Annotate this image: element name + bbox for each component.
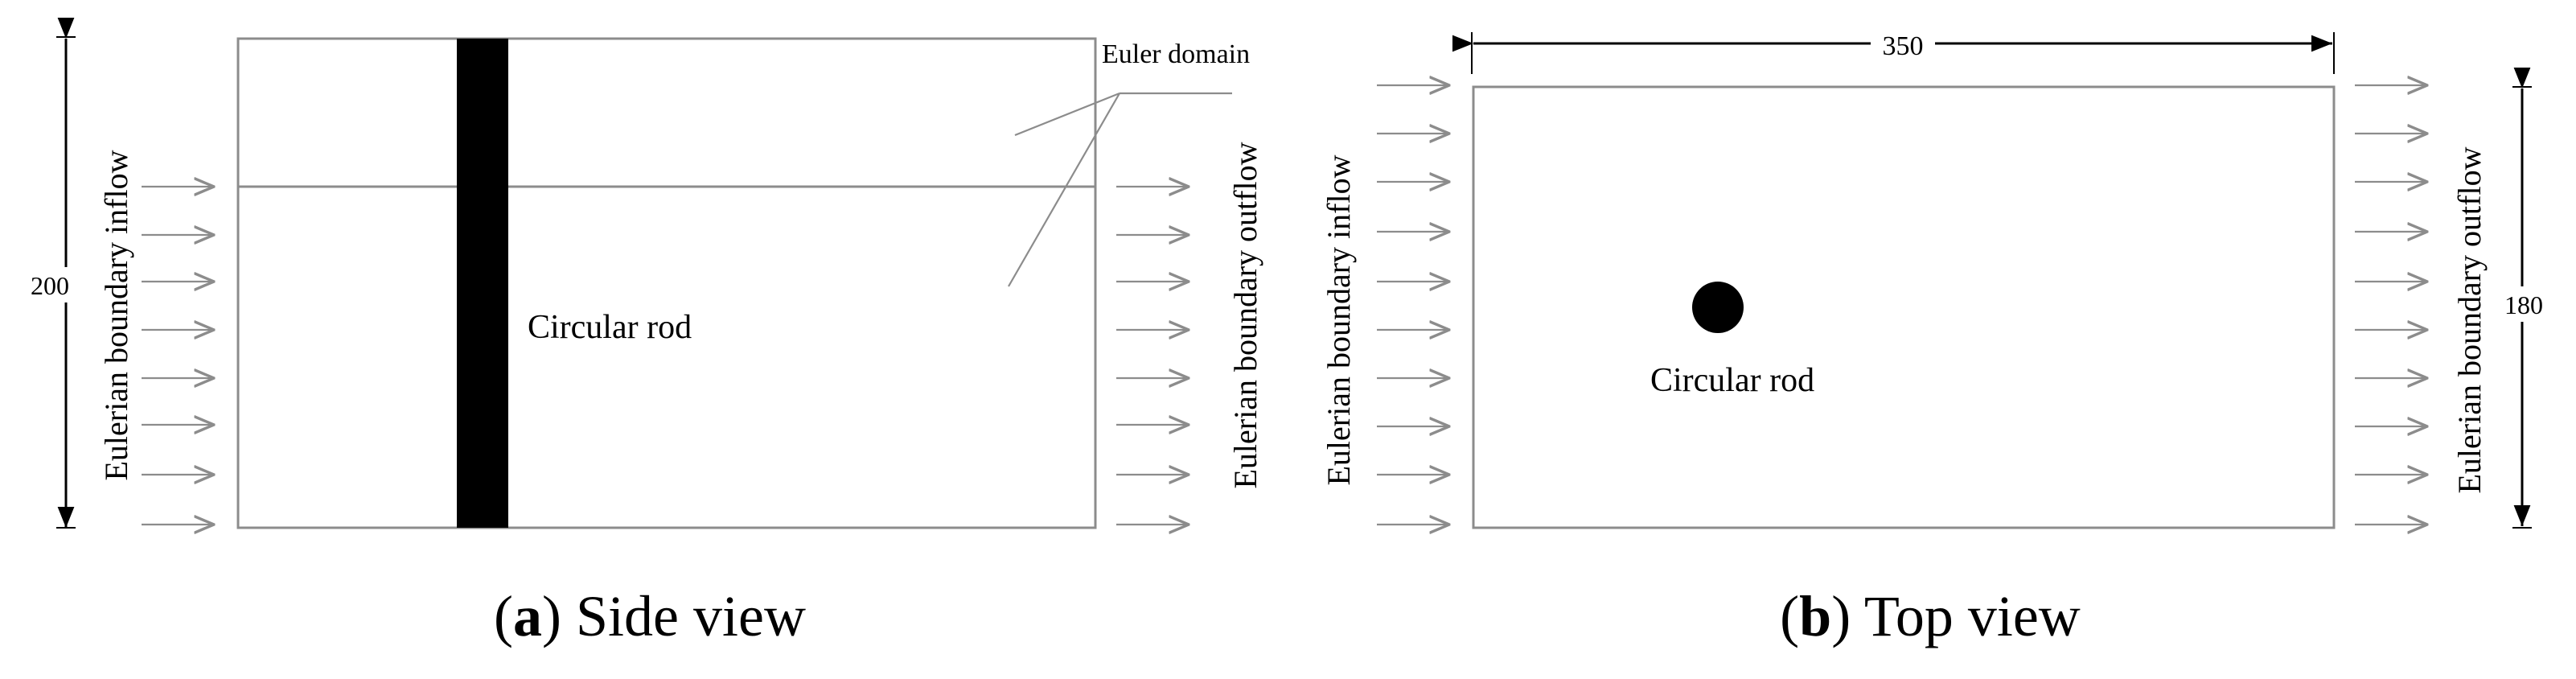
caption-text-a: Side view — [576, 584, 806, 648]
top-view-caption: (b) Top view — [1780, 584, 2081, 648]
side-euler-domain-callout: Euler domain — [1008, 39, 1250, 287]
top-outflow-label: Eulerian boundary outflow — [2451, 146, 2488, 493]
top-height-label: 180 — [2504, 290, 2543, 319]
side-euler-domain-box — [236, 37, 1097, 529]
side-view-caption: (a) Side view — [494, 584, 806, 648]
panel-side-view: 200 Eulerian boundary inflow Circular ro… — [23, 18, 1263, 648]
side-inflow-arrows — [142, 187, 214, 525]
top-width-label: 350 — [1883, 31, 1924, 61]
side-outflow-label: Eulerian boundary outflow — [1227, 142, 1263, 488]
caption-letter-b: b — [1799, 584, 1831, 648]
side-dimension-200: 200 — [23, 18, 76, 529]
caption-letter-a: a — [513, 584, 542, 648]
side-rod-label: Circular rod — [528, 309, 692, 346]
side-inflow-label: Eulerian boundary inflow — [98, 150, 134, 480]
panel-top-view: 350 Eulerian boundary inflow Circular ro… — [1321, 27, 2549, 648]
side-circular-rod — [457, 39, 508, 528]
top-inflow-arrows — [1377, 85, 1449, 525]
top-rod-label: Circular rod — [1650, 362, 1814, 399]
caption-text-b: Top view — [1864, 584, 2081, 648]
top-dimension-350: 350 — [1452, 27, 2335, 74]
top-inflow-label: Eulerian boundary inflow — [1321, 154, 1357, 485]
side-dimension-label: 200 — [31, 271, 69, 300]
top-circular-rod — [1692, 282, 1744, 333]
top-euler-domain-box — [1472, 85, 2336, 529]
top-outflow-arrows — [2355, 85, 2427, 525]
side-outflow-arrows — [1116, 187, 1189, 525]
side-domain-label: Euler domain — [1102, 39, 1250, 69]
top-dimension-180: 180 — [2496, 68, 2549, 529]
